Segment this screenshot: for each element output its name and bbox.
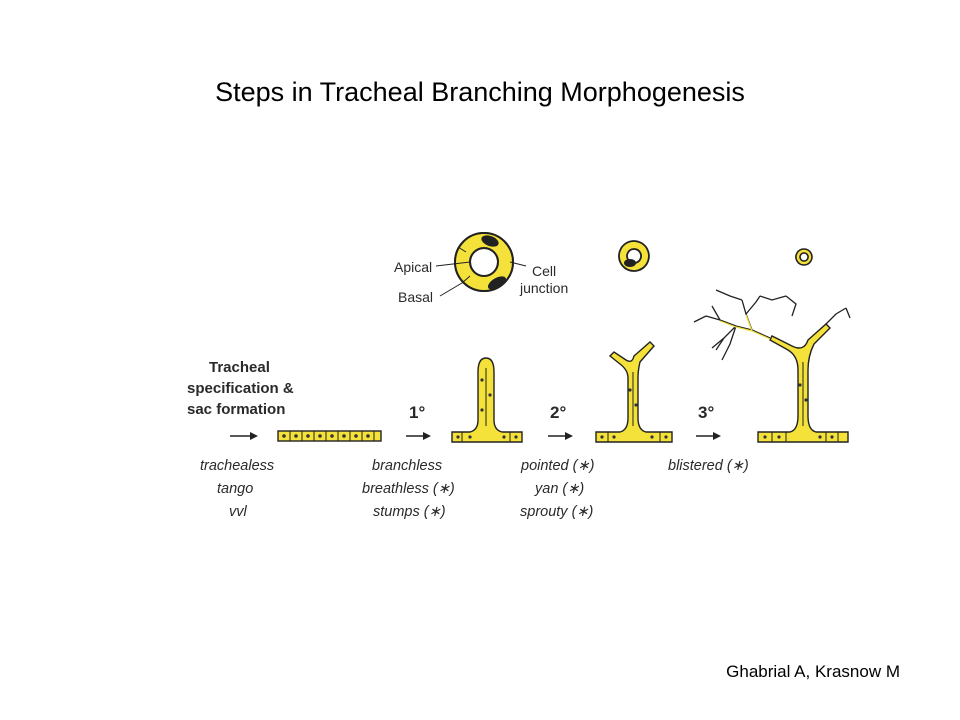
tracheal-branching-diagram: Apical Basal Cell junction Tracheal spec…: [187, 232, 851, 520]
arrow-stage1: [406, 432, 431, 440]
stage0-gene-3: vvl: [229, 504, 248, 520]
terminal-branch: [693, 289, 851, 443]
stage1-gene-2: breathless (∗): [362, 481, 455, 497]
arrow-stage0: [230, 432, 258, 440]
flat-epithelium: [277, 430, 382, 442]
cross-section-small: [795, 248, 813, 266]
stage0-line1: Tracheal: [209, 359, 270, 376]
stage0-line2: specification &: [187, 380, 294, 397]
stage0-gene-2: tango: [217, 481, 253, 497]
cell-junction-label-2: junction: [519, 280, 568, 296]
primary-branch: [451, 357, 523, 443]
stage3-gene-1: blistered (∗): [668, 458, 749, 474]
cross-section-medium: [618, 240, 650, 272]
stage2-gene-3: sprouty (∗): [520, 504, 593, 520]
arrow-stage2: [548, 432, 573, 440]
slide-title: Steps in Tracheal Branching Morphogenesi…: [215, 77, 745, 107]
stage1-gene-3: stumps (∗): [373, 504, 446, 520]
stage0-line3: sac formation: [187, 401, 285, 418]
basal-label: Basal: [398, 289, 433, 305]
stage1-gene-1: branchless: [372, 458, 442, 474]
secondary-branch: [595, 341, 673, 443]
stage1-number: 1°: [409, 403, 425, 422]
cell-junction-label-1: Cell: [532, 263, 556, 279]
stage3-number: 3°: [698, 403, 714, 422]
arrow-stage3: [696, 432, 721, 440]
apical-label: Apical: [394, 259, 432, 275]
stage2-gene-2: yan (∗): [534, 481, 584, 497]
stage2-gene-1: pointed (∗): [520, 458, 594, 474]
stage2-number: 2°: [550, 403, 566, 422]
stage0-gene-1: trachealess: [200, 458, 274, 474]
citation-credit: Ghabrial A, Krasnow M: [726, 662, 900, 681]
